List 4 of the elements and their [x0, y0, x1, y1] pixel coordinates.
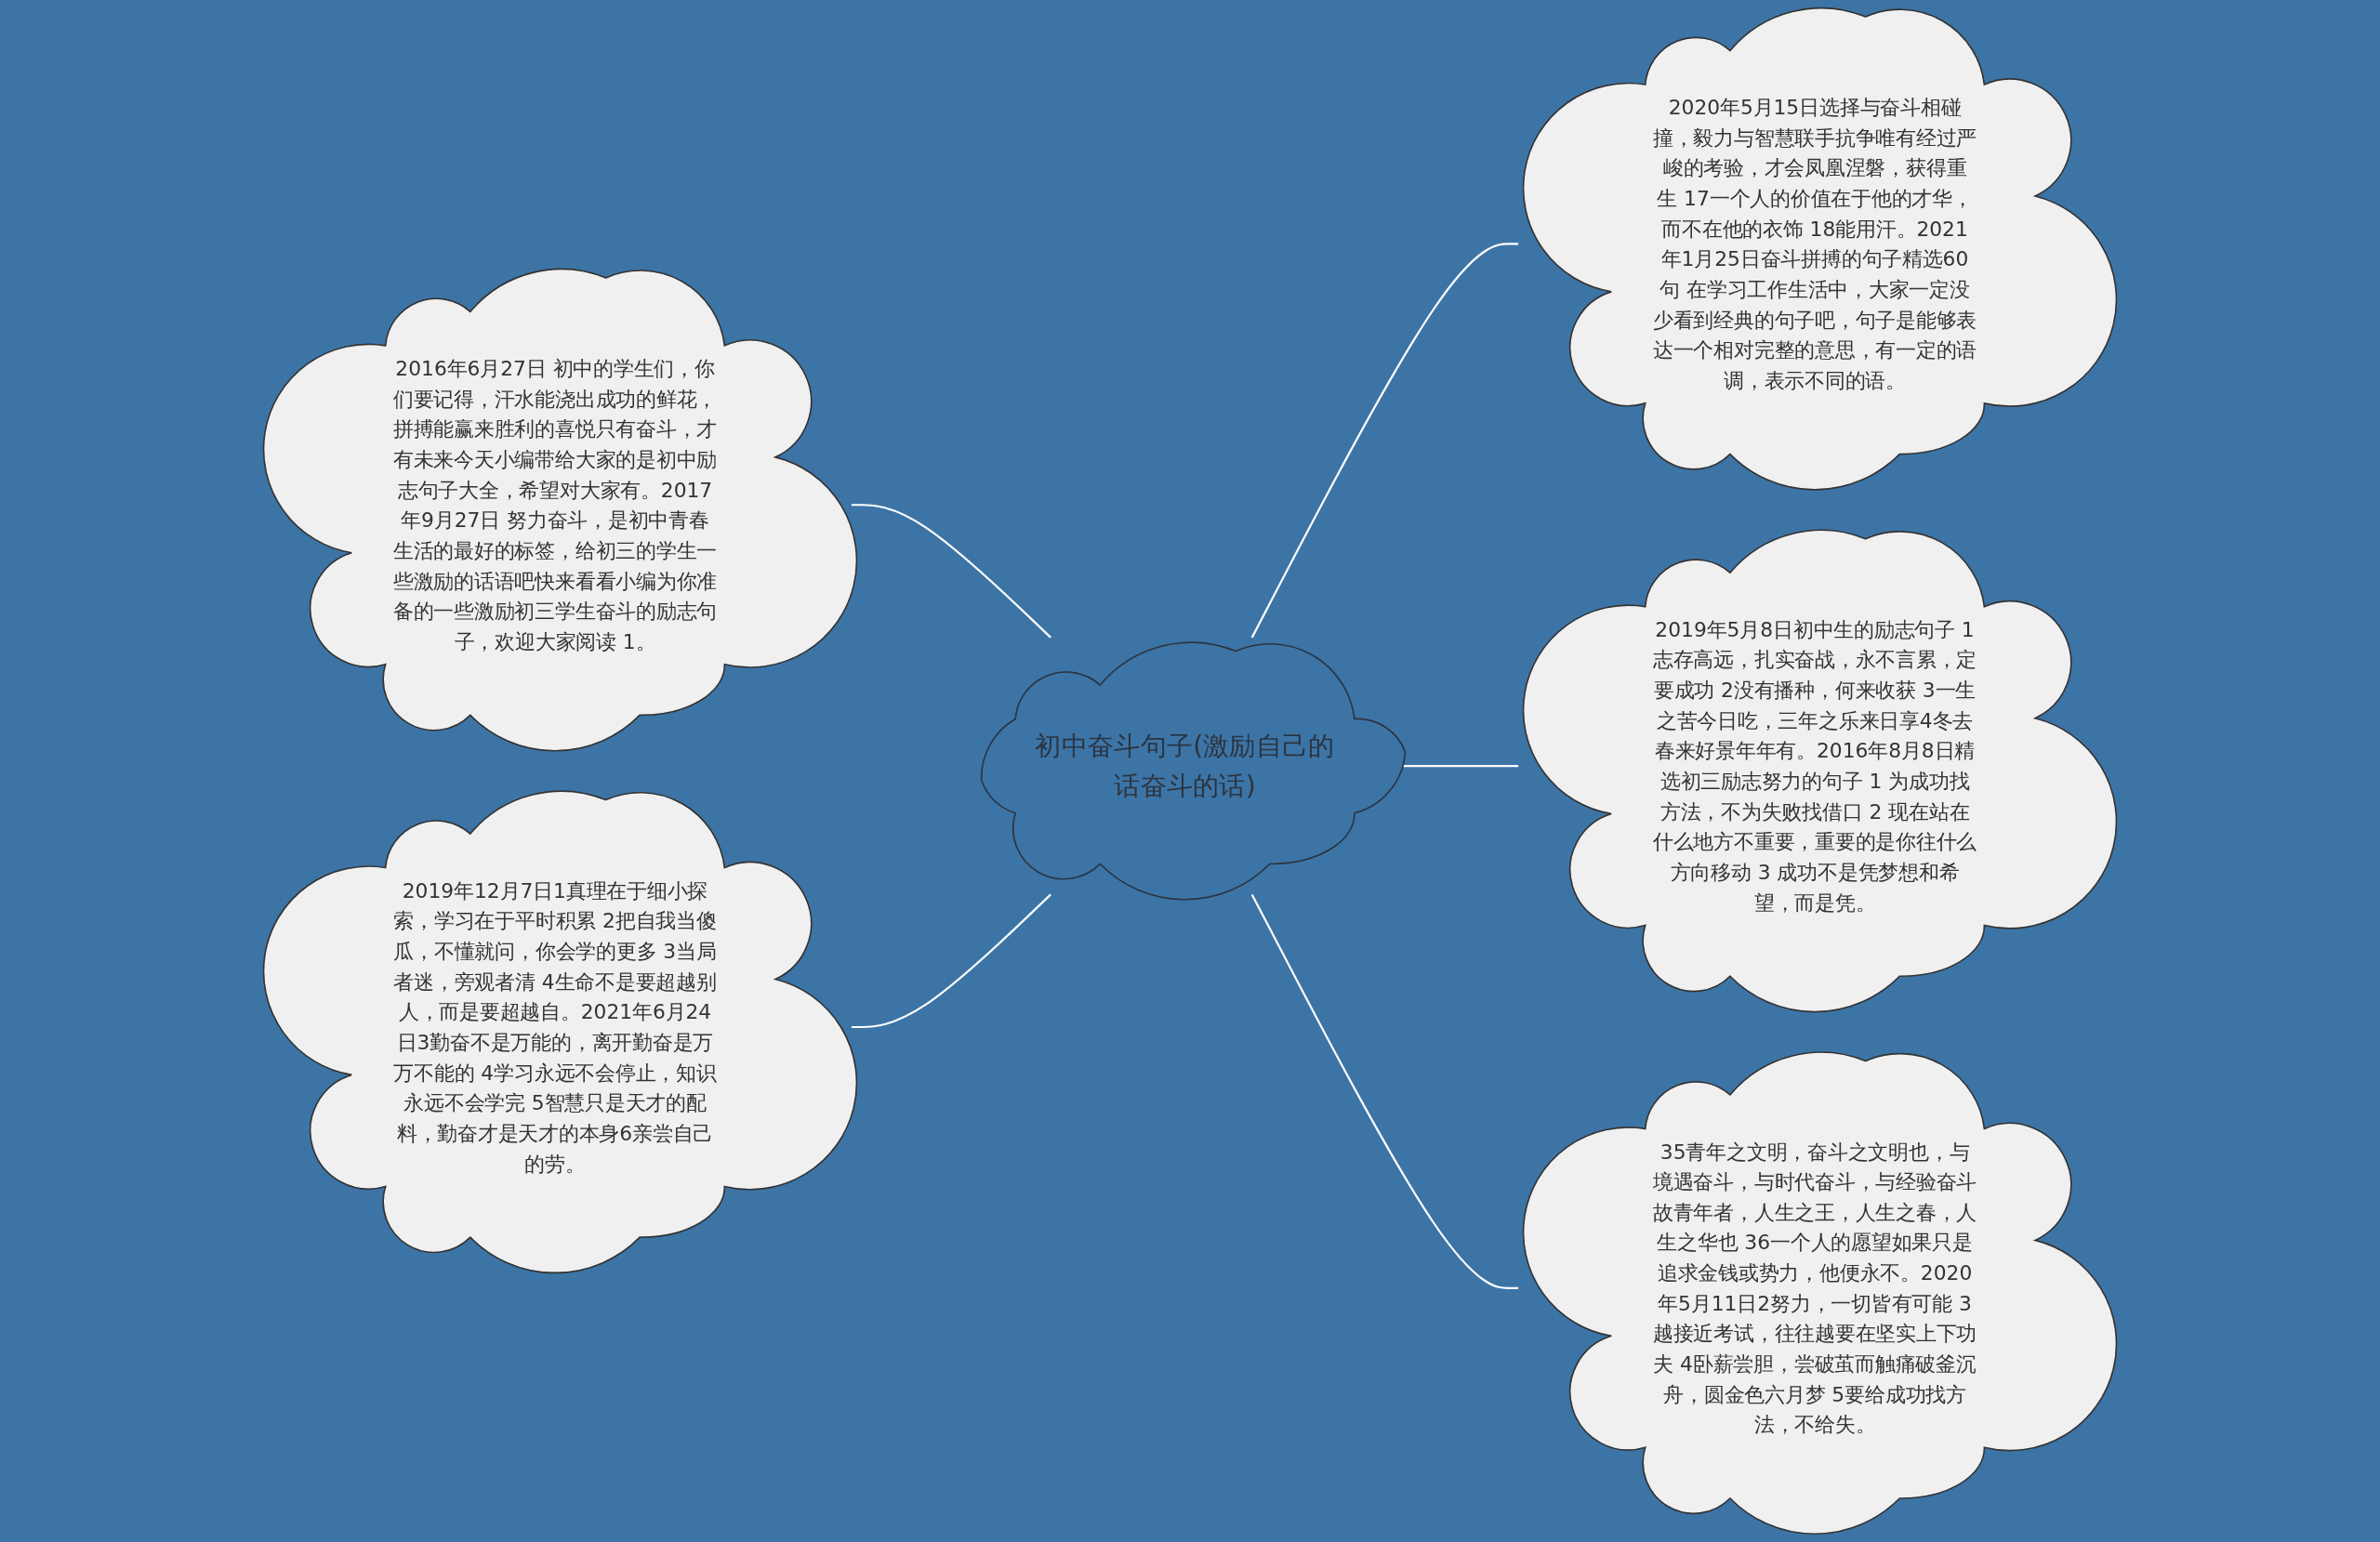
connector: [851, 504, 1051, 639]
connector: [1250, 893, 1519, 1289]
connector: [1250, 243, 1519, 639]
connector: [851, 893, 1051, 1029]
